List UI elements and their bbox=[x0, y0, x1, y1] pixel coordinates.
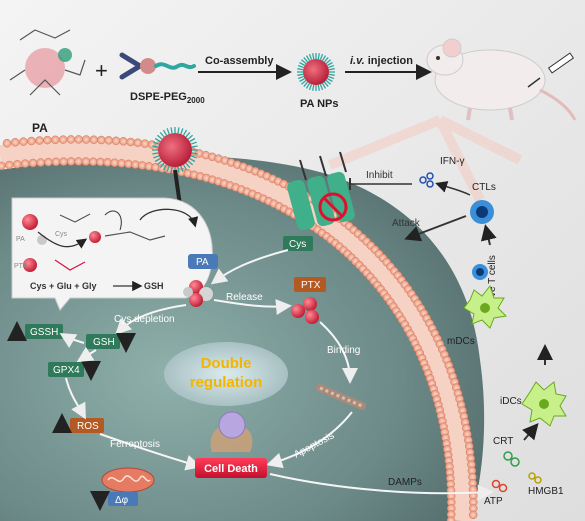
ros-box bbox=[70, 418, 104, 433]
mouse-icon bbox=[426, 38, 577, 121]
binding-label: Binding bbox=[327, 345, 360, 356]
attack-label: Attack bbox=[392, 218, 421, 229]
pa-cell-label: PA bbox=[196, 257, 209, 268]
release-label: Release bbox=[226, 292, 263, 303]
inhibit-label: Inhibit bbox=[366, 170, 393, 181]
gsh-synthesis-equation: Cys + Glu + Gly bbox=[30, 281, 97, 291]
syringe-icon bbox=[527, 52, 575, 88]
injection-rays bbox=[328, 115, 523, 203]
apoptosis-arrow bbox=[266, 411, 353, 469]
gpx4-box bbox=[48, 362, 84, 377]
crt-label: CRT bbox=[493, 436, 513, 447]
gsh-label: GSH bbox=[93, 337, 115, 348]
ptx-cluster-icon bbox=[291, 297, 319, 324]
naive-t-cell-icon bbox=[472, 264, 488, 280]
double-regulation-bubble bbox=[164, 342, 288, 406]
ferroptosis-arrow bbox=[99, 433, 202, 471]
reaction-cys-label: Cys bbox=[55, 231, 68, 238]
mdc-cell-icon bbox=[463, 284, 508, 329]
cys-depletion-label: Cys depletion bbox=[114, 314, 175, 325]
ros-label: ROS bbox=[77, 421, 99, 432]
pa-nanoparticle-icon bbox=[297, 53, 335, 91]
attack-arrow bbox=[404, 215, 467, 242]
pa-cluster-icon bbox=[183, 280, 213, 307]
atp-label: ATP bbox=[484, 496, 503, 507]
gsh-to-gpx4-arrow bbox=[76, 346, 97, 363]
microtubule-icon bbox=[316, 384, 366, 410]
ctls-label: CTLs bbox=[472, 182, 496, 193]
idc-cell-icon bbox=[521, 381, 567, 427]
binding-arrow bbox=[319, 321, 358, 384]
gsh-box bbox=[86, 334, 120, 349]
damps-to-idc-arrow bbox=[522, 422, 539, 441]
reaction-ptx-label: PTX bbox=[14, 263, 28, 270]
ifn-gamma-icon bbox=[419, 172, 434, 188]
gpx4-label: GPX4 bbox=[53, 365, 80, 376]
gsh-to-gssh-arrow bbox=[59, 332, 85, 349]
naive-t-cells-label: Naive T cells bbox=[487, 255, 498, 312]
reaction-pa-label: PA bbox=[16, 236, 25, 243]
pa-box bbox=[188, 254, 218, 269]
gpx4-to-ros-arrow bbox=[65, 377, 86, 420]
damps-label: DAMPs bbox=[388, 477, 422, 488]
dying-cell-icon bbox=[210, 411, 253, 452]
blocked-icon bbox=[318, 192, 348, 222]
iv-injection-label: i.v. injection bbox=[350, 55, 413, 67]
double-regulation-line1: Double bbox=[201, 355, 252, 372]
gssh-label: GSSH bbox=[30, 327, 58, 338]
pa-nps-label: PA NPs bbox=[300, 98, 339, 110]
plus-sign: + bbox=[95, 58, 108, 83]
crt-icon bbox=[503, 451, 520, 467]
ptx-label: PTX bbox=[301, 280, 321, 291]
co-assembly-label: Co-assembly bbox=[205, 55, 274, 67]
release-arrow bbox=[213, 299, 292, 316]
naive-to-ctl-arrow bbox=[480, 224, 497, 246]
ctl-to-ifn-arrow bbox=[435, 181, 471, 196]
mitochondrion-icon bbox=[101, 467, 155, 493]
cell-death-label: Cell Death bbox=[204, 463, 258, 475]
hmgb1-label: HMGB1 bbox=[528, 486, 564, 497]
ifn-gamma-label: IFN-γ bbox=[440, 156, 464, 167]
ctl-cell-icon bbox=[470, 200, 494, 224]
idcs-label: iDCs bbox=[500, 396, 522, 407]
gssh-box bbox=[25, 324, 63, 339]
delta-phi-box bbox=[108, 492, 138, 506]
dspe-peg-label: DSPE-PEG2000 bbox=[130, 91, 205, 105]
cys-box bbox=[283, 236, 313, 251]
nanoparticle-entering-cell bbox=[152, 127, 198, 173]
mdcs-label: mDCs bbox=[447, 336, 475, 347]
ptx-box bbox=[294, 277, 326, 292]
cys-label: Cys bbox=[289, 239, 306, 250]
atp-icon bbox=[491, 479, 508, 493]
double-regulation-line2: regulation bbox=[190, 374, 263, 391]
hmgb1-icon bbox=[528, 472, 542, 484]
cell-death-box bbox=[195, 458, 267, 478]
damps-arrow bbox=[269, 473, 494, 501]
pa-label: PA bbox=[32, 121, 48, 135]
cys-depletion-arrow bbox=[115, 304, 187, 335]
dspe-peg-icon bbox=[119, 52, 196, 80]
ferroptosis-label: Ferroptosis bbox=[110, 439, 160, 450]
reaction-callout bbox=[11, 197, 213, 311]
gsh-synthesis-product: GSH bbox=[144, 281, 164, 291]
delta-phi-label: Δφ bbox=[115, 495, 129, 506]
cys-to-pa-arrow bbox=[210, 249, 289, 285]
pa-molecule-structure bbox=[9, 29, 86, 96]
